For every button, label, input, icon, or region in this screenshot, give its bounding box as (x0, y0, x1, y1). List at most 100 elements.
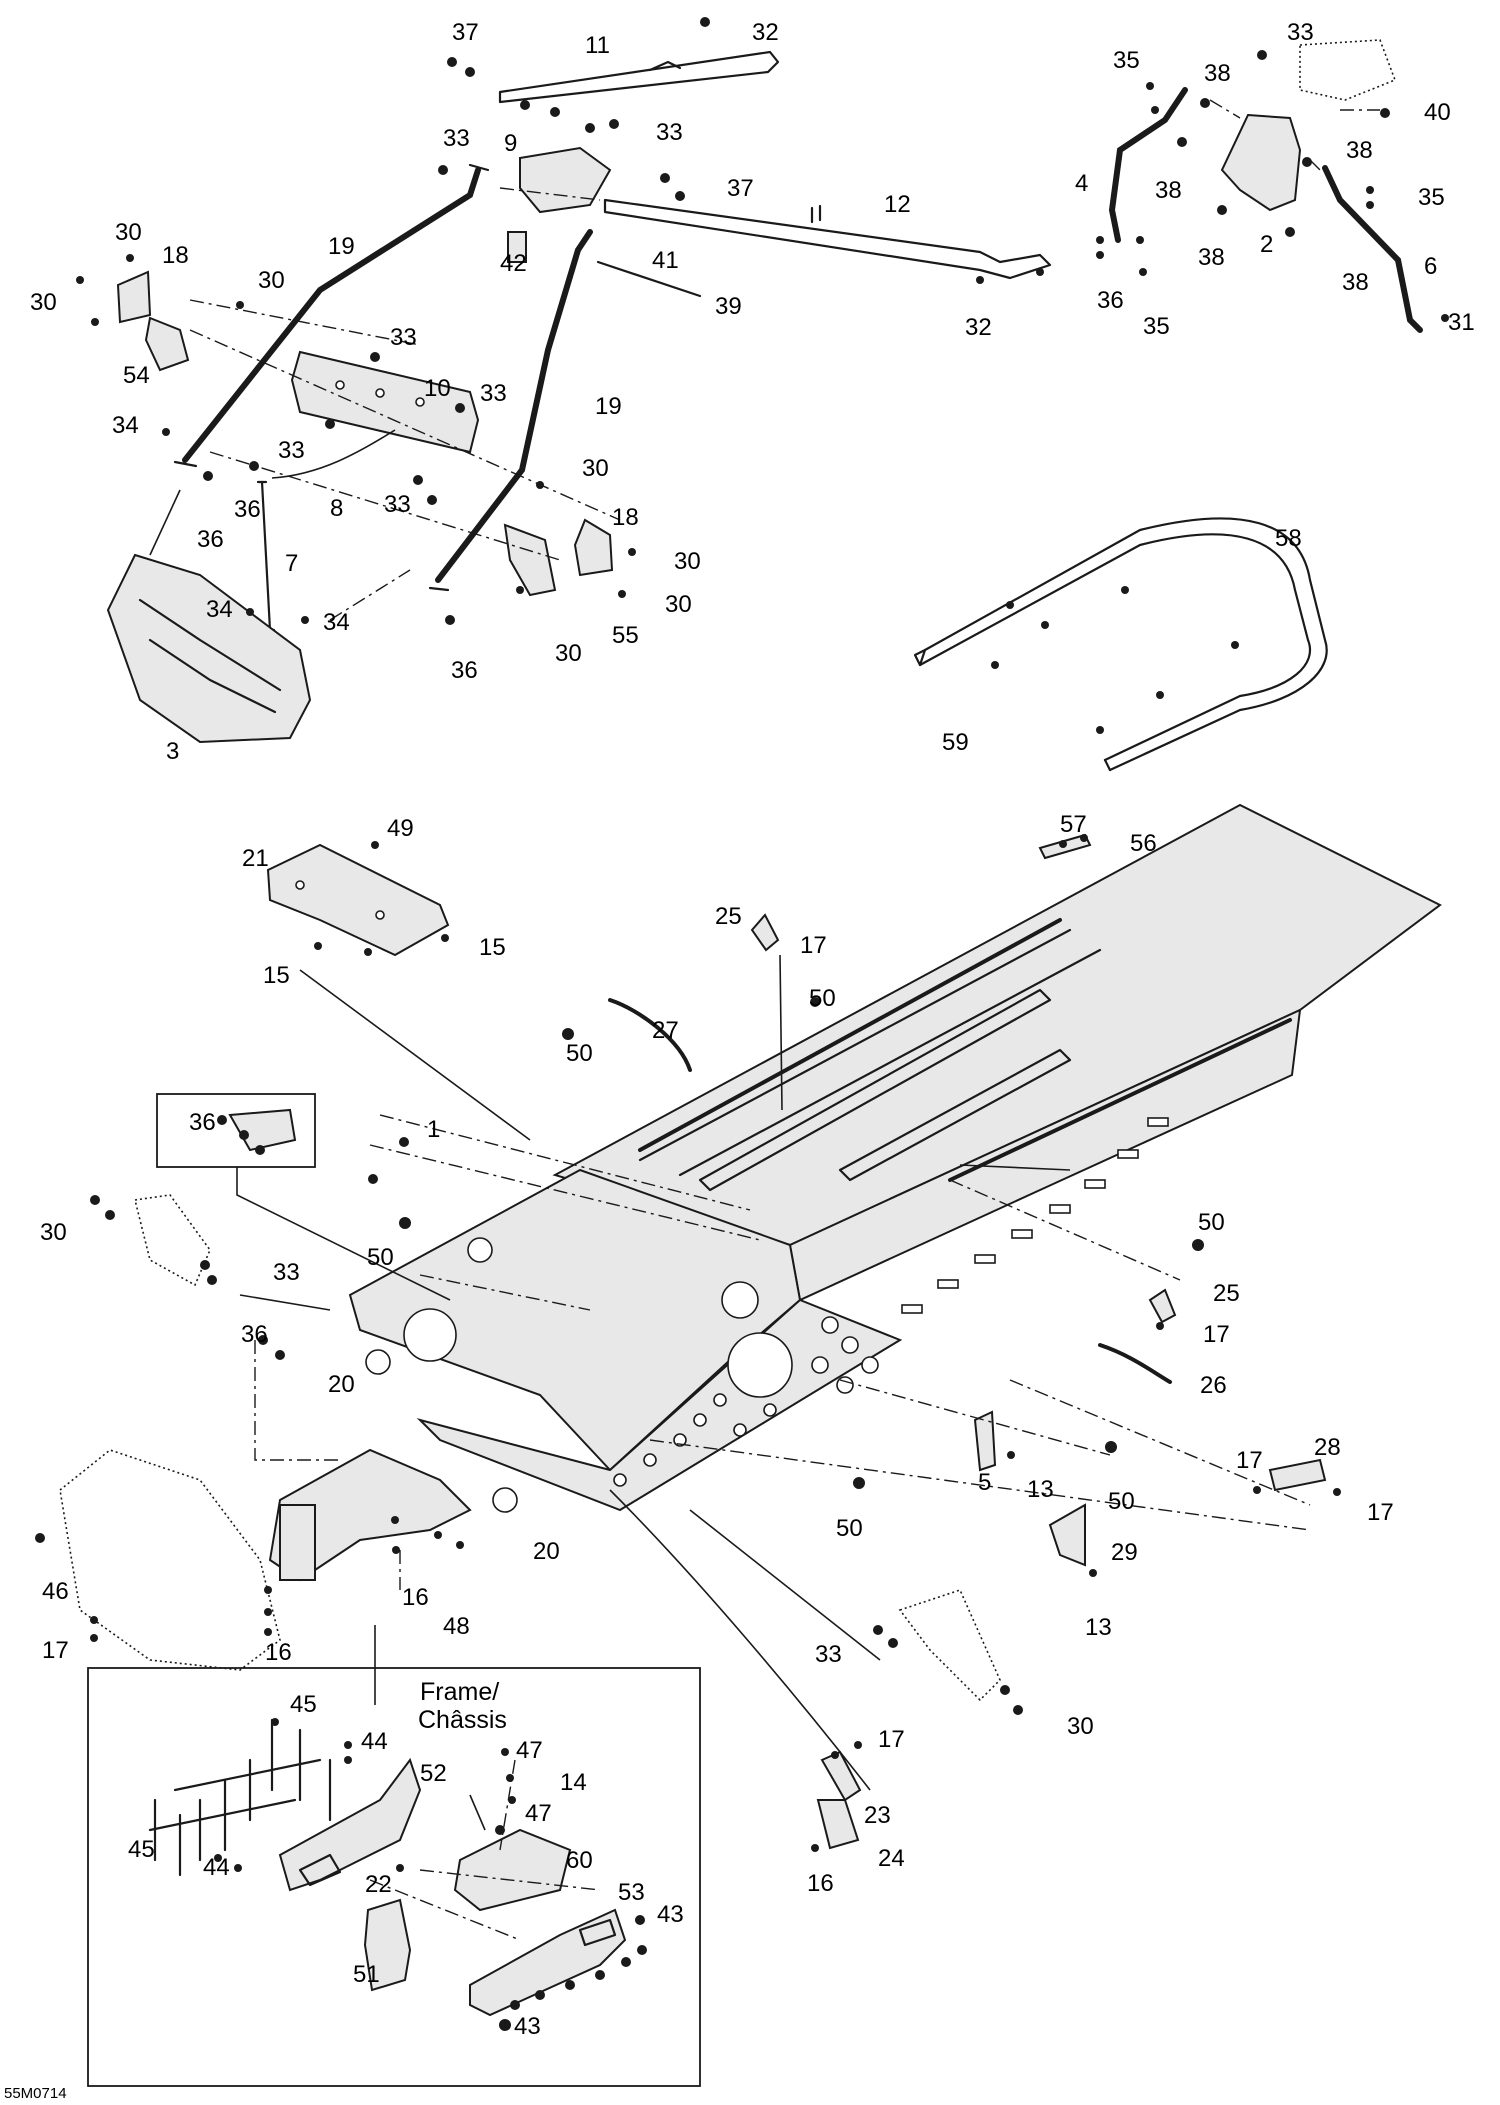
part-18-left-plate (116, 270, 152, 324)
callout-17: 17 (878, 1726, 905, 1753)
callout-31: 31 (1448, 309, 1475, 336)
part-42-bushing (507, 231, 527, 263)
callout-43: 43 (514, 2013, 541, 2040)
callout-50: 50 (809, 985, 836, 1012)
callout-35: 35 (1113, 47, 1140, 74)
callout-33: 33 (815, 1641, 842, 1668)
callout-43: 43 (657, 1901, 684, 1928)
callout-60: 60 (566, 1847, 593, 1874)
part-53-mount (469, 1908, 627, 2017)
part-12-bar (603, 198, 1052, 280)
part-4-left-riser (1108, 87, 1188, 243)
callout-50: 50 (566, 1040, 593, 1067)
part-60-plate (453, 1828, 572, 1912)
callout-16: 16 (807, 1870, 834, 1897)
callout-58: 58 (1275, 525, 1302, 552)
callout-17: 17 (1367, 1499, 1394, 1526)
callout-4: 4 (1075, 170, 1088, 197)
callout-5: 5 (978, 1469, 991, 1496)
callout-32: 32 (752, 19, 779, 46)
riser-assembly (1096, 39, 1449, 333)
part-9-bracket (519, 146, 612, 214)
callout-3: 3 (166, 738, 179, 765)
callout-30: 30 (665, 591, 692, 618)
callout-33: 33 (384, 491, 411, 518)
callout-49: 49 (387, 815, 414, 842)
callout-7: 7 (285, 550, 298, 577)
part-7-strut (260, 480, 272, 632)
main-chassis-tunnel (239, 803, 1442, 1791)
callout-38: 38 (1155, 177, 1182, 204)
callout-16: 16 (265, 1639, 292, 1666)
part-27-strap (608, 998, 692, 1072)
callout-19: 19 (595, 393, 622, 420)
callout-38: 38 (1198, 244, 1225, 271)
callout-25: 25 (1213, 1280, 1240, 1307)
callout-30: 30 (40, 1219, 67, 1246)
callout-38: 38 (1342, 269, 1369, 296)
callout-32: 32 (965, 314, 992, 341)
part-28-bracket (1268, 1458, 1327, 1492)
part-54-bracket (144, 316, 190, 372)
callout-30: 30 (115, 219, 142, 246)
callout-22: 22 (365, 1871, 392, 1898)
steering-column-outline (1299, 39, 1397, 101)
callout-34: 34 (112, 412, 139, 439)
callout-46: 46 (42, 1578, 69, 1605)
callout-21: 21 (242, 845, 269, 872)
left-side-bracket (90, 1194, 217, 1287)
callout-57: 57 (1060, 811, 1087, 838)
callout-30: 30 (1067, 1713, 1094, 1740)
callout-52: 52 (420, 1760, 447, 1787)
callout-25: 25 (715, 903, 742, 930)
callout-2: 2 (1260, 231, 1273, 258)
callout-17: 17 (800, 932, 827, 959)
callout-41: 41 (652, 247, 679, 274)
callout-11: 11 (585, 32, 610, 59)
callout-33: 33 (480, 380, 507, 407)
callout-19: 19 (328, 233, 355, 260)
part-58-rear-bumper (913, 517, 1328, 772)
part-19-left-tube (182, 167, 481, 463)
callout-6: 6 (1424, 253, 1437, 280)
steering-support-assembly (76, 17, 1052, 744)
callout-30: 30 (258, 267, 285, 294)
callout-8: 8 (330, 495, 343, 522)
callout-34: 34 (323, 609, 350, 636)
part-51-assembled (279, 1504, 316, 1581)
callout-33: 33 (656, 119, 683, 146)
callout-45: 45 (290, 1691, 317, 1718)
callout-50: 50 (836, 1515, 863, 1542)
callout-16: 16 (402, 1584, 429, 1611)
callout-47: 47 (525, 1800, 552, 1827)
callout-38: 38 (1204, 60, 1231, 87)
callout-48: 48 (443, 1613, 470, 1640)
callout-36: 36 (241, 1321, 268, 1348)
callout-33: 33 (1287, 19, 1314, 46)
callout-56: 56 (1130, 830, 1157, 857)
part-11-bar (498, 50, 780, 104)
callout-30: 30 (555, 640, 582, 667)
inset-part-36 (156, 1093, 451, 1301)
part-3-front-housing (106, 553, 312, 744)
callout-13: 13 (1085, 1614, 1112, 1641)
callout-15: 15 (479, 934, 506, 961)
callout-14: 14 (560, 1769, 587, 1796)
callout-20: 20 (533, 1538, 560, 1565)
callout-9: 9 (504, 130, 517, 157)
callout-33: 33 (443, 125, 470, 152)
callout-37: 37 (452, 19, 479, 46)
part-41-bolt (596, 260, 702, 298)
callout-51: 51 (353, 1961, 380, 1988)
callout-38: 38 (1346, 137, 1373, 164)
callout-39: 39 (715, 293, 742, 320)
callout-59: 59 (942, 729, 969, 756)
callout-54: 54 (123, 362, 150, 389)
part-25-clip (750, 913, 780, 952)
callout-36: 36 (1097, 287, 1124, 314)
drawing-code: 55M0714 (4, 2085, 67, 2102)
inset-frame-label: Frame/ (420, 1678, 499, 1706)
callout-45: 45 (128, 1836, 155, 1863)
